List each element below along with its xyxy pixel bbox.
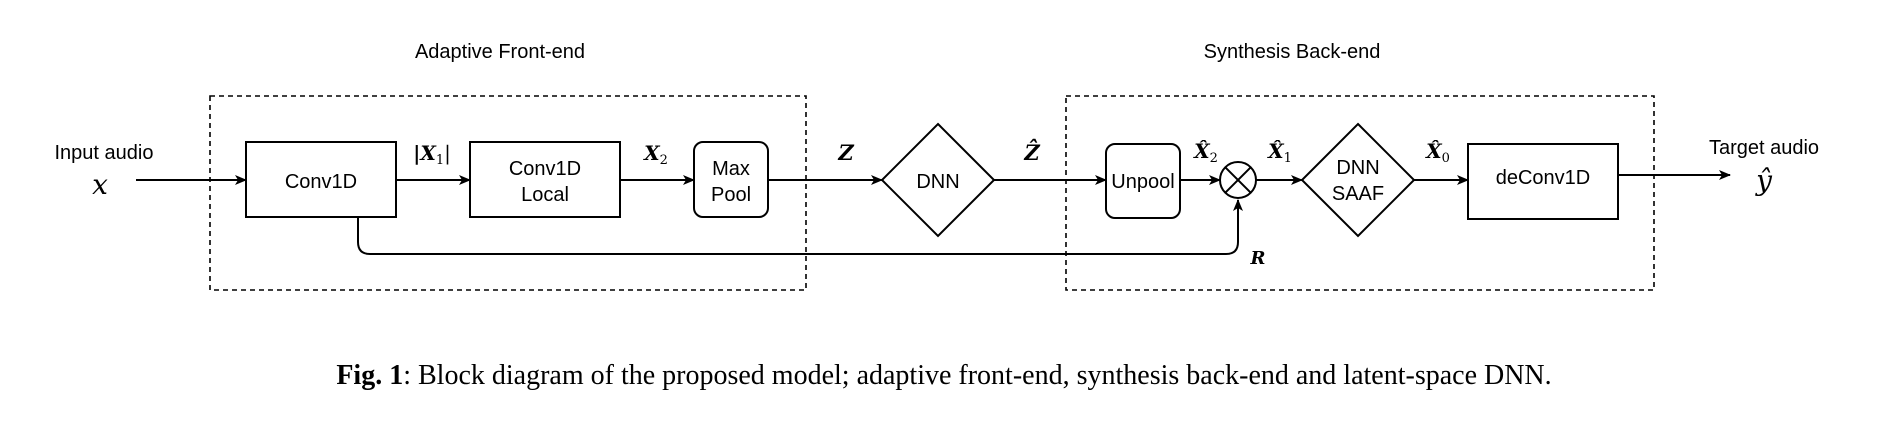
conv1d-local-block: Conv1D Local: [469, 141, 621, 218]
front-end-group-frame: [209, 95, 807, 291]
signal-x2-hat-subscript: 2: [1210, 151, 1218, 166]
input-symbol: x: [92, 168, 108, 201]
signal-x1-magnitude: |X1|: [413, 141, 451, 168]
target-audio-label: Target audio: [1709, 137, 1819, 159]
signal-x2-hat-symbol: X̂: [1192, 139, 1211, 163]
input-audio-label: Input audio: [55, 142, 154, 164]
signal-x2: X2: [642, 141, 668, 168]
deconv1d-block: deConv1D: [1467, 143, 1619, 220]
back-end-group-frame: [1065, 95, 1655, 291]
signal-r: R: [1250, 248, 1266, 269]
signal-z: Z: [837, 140, 854, 165]
signal-x1-hat-symbol: X̂: [1266, 139, 1285, 163]
conv1d-local-label-line1: Conv1D: [509, 158, 581, 180]
max-pool-label-line1: Max: [712, 158, 750, 180]
dnn-saaf-label-line1: DNN: [1336, 157, 1379, 179]
conv1d-block: Conv1D: [245, 141, 397, 218]
signal-x1-hat: X̂1: [1266, 139, 1292, 166]
conv1d-label: Conv1D: [285, 171, 357, 193]
multiply-node: [1219, 161, 1257, 199]
unpool-block: Unpool: [1105, 143, 1181, 219]
conv1d-local-label-line2: Local: [521, 184, 569, 206]
signal-x1-close: |: [444, 141, 451, 166]
max-pool-label-line2: Pool: [711, 184, 751, 206]
output-symbol: ŷ: [1754, 164, 1773, 197]
dnn-label: DNN: [916, 171, 959, 193]
dnn-saaf-label-line2: SAAF: [1332, 183, 1384, 205]
signal-x0-hat-symbol: X̂: [1424, 139, 1443, 163]
max-pool-block: Max Pool: [693, 141, 769, 218]
signal-x0-hat: X̂0: [1424, 139, 1450, 166]
figure-caption: Fig. 1: Block diagram of the proposed mo…: [0, 360, 1888, 392]
dnn-saaf-block: DNN SAAF: [1300, 122, 1416, 238]
dnn-block: DNN: [880, 122, 996, 238]
front-end-group-title: Adaptive Front-end: [415, 41, 585, 63]
signal-x2-symbol: X: [642, 141, 661, 165]
signal-x2-hat: X̂2: [1192, 139, 1218, 166]
back-end-group-title: Synthesis Back-end: [1204, 41, 1381, 63]
residual-skip-connection: [357, 199, 1243, 255]
signal-x1-open: |X: [413, 141, 437, 165]
unpool-label: Unpool: [1111, 171, 1174, 193]
signal-x1-subscript: 1: [436, 153, 444, 168]
signal-x2-subscript: 2: [660, 153, 668, 168]
multiply-icon-stroke-b: [1224, 166, 1252, 194]
deconv1d-label: deConv1D: [1496, 167, 1591, 189]
signal-x0-hat-subscript: 0: [1442, 151, 1450, 166]
caption-text: : Block diagram of the proposed model; a…: [403, 360, 1552, 391]
signal-z-hat: Ẑ: [1023, 139, 1040, 165]
signal-x1-hat-subscript: 1: [1284, 151, 1292, 166]
caption-prefix: Fig. 1: [336, 360, 404, 391]
